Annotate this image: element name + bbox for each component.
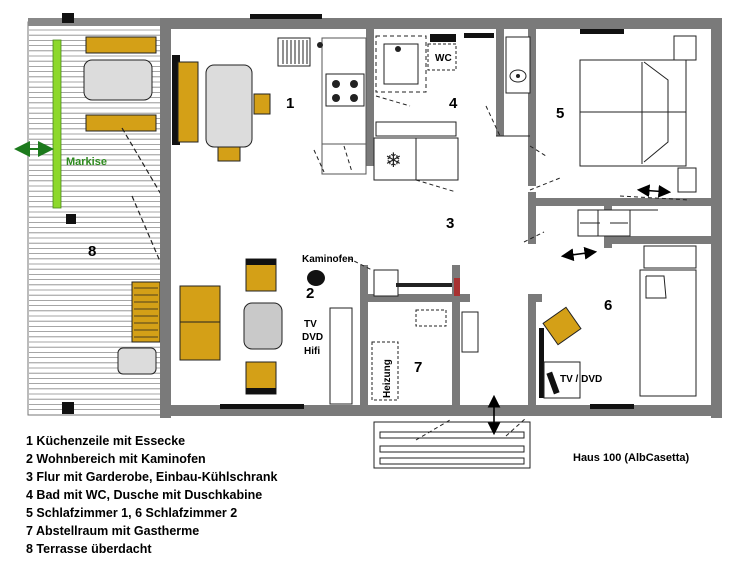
heater-area — [371, 341, 399, 401]
house-label: Haus 100 (AlbCasetta) — [573, 452, 690, 464]
gas-boiler — [373, 269, 399, 297]
awning-bar — [52, 39, 62, 209]
hall-wardrobe — [415, 137, 459, 181]
room-number-8: 8 — [88, 243, 96, 260]
bath-cabinet — [375, 121, 457, 137]
walls — [160, 18, 722, 418]
single-bed — [639, 269, 697, 397]
room-number-4: 4 — [449, 95, 458, 112]
room-number-5: 5 — [556, 105, 564, 122]
room-number-1: 1 — [286, 95, 294, 112]
wc-area — [427, 43, 457, 71]
fridge — [373, 137, 417, 181]
terrace-bench-top — [85, 36, 157, 54]
terrace-table — [83, 59, 153, 101]
coffee-table — [243, 302, 283, 350]
storage-door-frame — [461, 311, 479, 353]
armchair-bedroom — [542, 306, 582, 346]
washbasin — [505, 36, 531, 94]
legend-item: 5 Schlafzimmer 1, 6 Schlafzimmer 2 — [26, 506, 238, 520]
terrace-bench-bottom — [85, 114, 157, 132]
double-bed — [579, 59, 687, 167]
hall-door-arrow-icon — [560, 246, 598, 262]
legend-item: 3 Flur mit Garderobe, Einbau-Kühlschrank — [26, 470, 278, 484]
stove-icon — [325, 73, 365, 107]
dvd-label: DVD — [302, 332, 323, 343]
awning-label: Markise — [66, 156, 107, 168]
bed-arrow-icon — [636, 184, 672, 198]
room-number-7: 7 — [414, 359, 422, 376]
kitchen-bench — [177, 61, 199, 143]
legend-item: 1 Küchenzeile mit Essecke — [26, 434, 186, 448]
stove-kaminofen — [307, 270, 325, 286]
snowflake-icon: ❄ — [385, 148, 402, 172]
room-number-6: 6 — [604, 297, 612, 314]
sofa-left — [179, 285, 221, 361]
hifi-label: Hifi — [304, 346, 320, 357]
legend-item: 7 Abstellraum mit Gastherme — [26, 524, 200, 538]
room-number-2: 2 — [306, 285, 314, 302]
legend-item: 8 Terrasse überdacht — [26, 542, 152, 556]
room-number-3: 3 — [446, 215, 454, 232]
tv-label: TV — [304, 319, 317, 330]
dining-table — [205, 64, 253, 148]
tv-dvd-label: TV / DVD — [560, 374, 602, 385]
dining-chair-right — [253, 93, 271, 115]
kaminofen-label: Kaminofen — [302, 254, 354, 265]
dining-chair-bottom — [217, 146, 241, 162]
tv-cabinet — [329, 307, 353, 405]
storage-shelf — [415, 309, 447, 327]
wc-label: WC — [435, 53, 452, 64]
terrace-small-table — [117, 347, 157, 375]
terrace-lounger — [131, 281, 161, 343]
legend-item: 4 Bad mit WC, Dusche mit Duschkabine — [26, 488, 263, 502]
legend: 1 Küchenzeile mit Essecke 2 Wohnbereich … — [26, 432, 277, 558]
legend-item: 2 Wohnbereich mit Kaminofen — [26, 452, 206, 466]
heizung-label: Heizung — [382, 359, 393, 398]
shower-tray — [383, 43, 419, 85]
